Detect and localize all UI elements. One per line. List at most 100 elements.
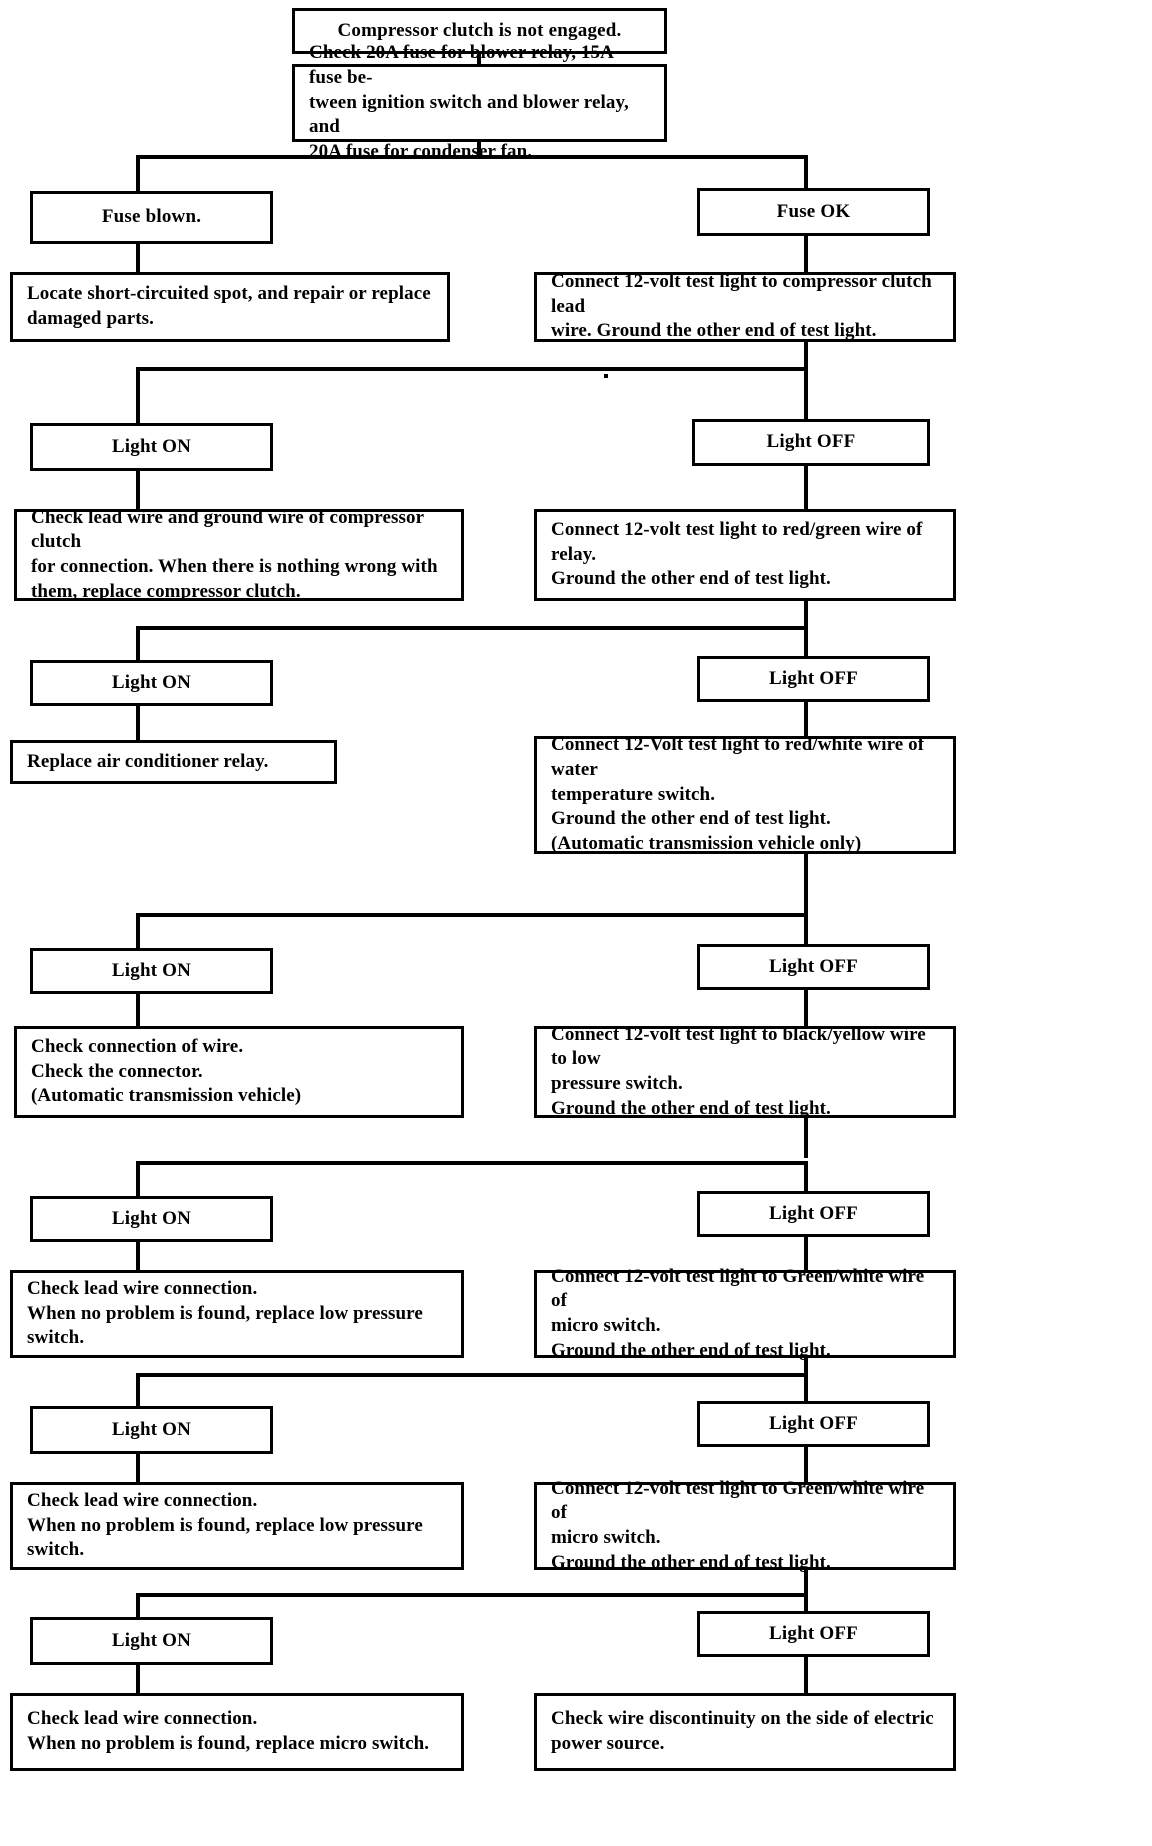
node-fuse-ok: Fuse OK: [697, 188, 930, 236]
connector-lighton5-drop: [136, 1454, 140, 1482]
node-replace-relay-label: Replace air conditioner relay.: [27, 750, 269, 772]
node-light-off-final: Light OFF: [697, 1611, 930, 1657]
node-connect-water-temp-label: Connect 12-Volt test light to red/white …: [551, 734, 925, 855]
connector-lightoff1-drop: [804, 466, 808, 509]
node-light-off-1-label: Light OFF: [766, 431, 856, 453]
node-locate-short-label: Locate short-circuited spot, and repair …: [27, 283, 431, 329]
node-light-off-5: Light OFF: [697, 1401, 930, 1447]
node-connect-micro-switch: Connect 12-volt test light to Green/whit…: [534, 1266, 956, 1361]
node-check-discontinuity: Check wire discontinuity on the side of …: [534, 1693, 956, 1771]
node-light-off-4-label: Light OFF: [769, 1202, 858, 1224]
node-replace-micro-switch-label: Check lead wire connection. When no prob…: [27, 1708, 430, 1754]
connector-clutchlead-drop: [804, 342, 808, 370]
node-connect-relay-redgreen-label: Connect 12-volt test light to red/green …: [551, 518, 923, 590]
connector-bus-level3-right-drop: [804, 367, 808, 419]
connector-bus-level1-right-drop: [804, 155, 808, 188]
node-light-off-3: Light OFF: [697, 944, 930, 990]
connector-microswitch2-drop: [804, 1570, 808, 1596]
connector-lighton1-drop: [136, 471, 140, 509]
node-connect-low-pressure: Connect 12-volt test light to black/yell…: [534, 1024, 956, 1119]
node-light-off-4: Light OFF: [697, 1191, 930, 1237]
node-light-on-1: Light ON: [30, 423, 273, 471]
node-check-lead-wire-lowpressure: Check lead wire connection. When no prob…: [10, 1482, 464, 1570]
node-fuse-blown-label: Fuse blown.: [101, 206, 202, 228]
connector-bus-level6-right-drop: [804, 1161, 808, 1191]
connector-bus-level7: [136, 1373, 808, 1377]
node-light-off-2: Light OFF: [697, 656, 930, 702]
connector-lightoff2-drop: [804, 702, 808, 736]
connector-lighton3-drop: [136, 994, 140, 1026]
connector-fuseok-drop: [804, 236, 808, 272]
node-check-connector: Check connection of wire. Check the conn…: [14, 1026, 464, 1118]
connector-bus-level5-right-drop: [804, 913, 808, 944]
node-connect-micro-switch-2-label: Connect 12-volt test light to Green/whit…: [551, 1477, 925, 1573]
node-connect-water-temp: Connect 12-Volt test light to red/white …: [534, 734, 956, 855]
node-locate-short: Locate short-circuited spot, and repair …: [10, 272, 450, 342]
connector-bus-level5: [136, 913, 808, 917]
connector-bus-level5-left-drop: [136, 913, 140, 948]
node-light-on-final-label: Light ON: [111, 1629, 192, 1651]
node-check-lead-wire-lowpressure-label: Check lead wire connection. When no prob…: [27, 1489, 423, 1561]
connector-lightoff5-drop: [804, 1447, 808, 1482]
connector-bus-level8-right-drop: [804, 1593, 808, 1611]
node-light-off-1: Light OFF: [692, 419, 930, 466]
node-check-fuses-label: Check 20A fuse for blower relay, 15A fus…: [309, 42, 629, 163]
connector-bus-level6-left-drop: [136, 1161, 140, 1196]
connector-bus-level4-left-drop: [136, 626, 140, 660]
connector-bus-level4: [136, 626, 808, 630]
connector-bus-level7-left-drop: [136, 1373, 140, 1406]
node-check-connector-label: Check connection of wire. Check the conn…: [31, 1035, 302, 1107]
node-light-off-3-label: Light OFF: [769, 955, 858, 977]
node-check-discontinuity-label: Check wire discontinuity on the side of …: [551, 1708, 934, 1754]
node-light-on-4: Light ON: [30, 1196, 273, 1242]
connector-lightoff3-drop: [804, 990, 808, 1026]
node-light-on-5: Light ON: [30, 1406, 273, 1454]
connector-bus-level8-left-drop: [136, 1593, 140, 1617]
node-light-on-4-label: Light ON: [111, 1207, 192, 1229]
node-connect-clutch-lead: Connect 12-volt test light to compressor…: [534, 270, 956, 342]
node-light-off-final-label: Light OFF: [769, 1622, 858, 1644]
node-light-on-1-label: Light ON: [111, 435, 192, 457]
connector-watertemp-drop: [804, 854, 808, 916]
node-check-fuses: Check 20A fuse for blower relay, 15A fus…: [292, 42, 667, 162]
node-start: Compressor clutch is not engaged.: [292, 8, 667, 54]
connector-bus-level7-right-drop: [804, 1373, 808, 1401]
node-light-on-2-label: Light ON: [111, 671, 192, 693]
connector-bus-level3-left-drop: [136, 367, 140, 423]
node-light-off-2-label: Light OFF: [769, 667, 858, 689]
connector-bus-level4-right-drop: [804, 626, 808, 656]
node-connect-micro-switch-label: Connect 12-volt test light to Green/whit…: [551, 1265, 925, 1361]
node-light-on-final: Light ON: [30, 1617, 273, 1665]
connector-bus-level1: [136, 155, 808, 159]
connector-microswitch-drop: [804, 1358, 808, 1376]
node-start-label: Compressor clutch is not engaged.: [337, 19, 622, 41]
node-replace-low-pressure-label: Check lead wire connection. When no prob…: [27, 1277, 423, 1349]
node-light-on-3-label: Light ON: [111, 959, 192, 981]
node-check-clutch-wires-label: Check lead wire and ground wire of compr…: [31, 506, 438, 602]
connector-relayredgreen-drop: [804, 601, 808, 629]
node-light-off-5-label: Light OFF: [769, 1412, 858, 1434]
node-fuse-ok-label: Fuse OK: [776, 200, 851, 222]
node-light-on-5-label: Light ON: [111, 1418, 192, 1440]
node-replace-micro-switch: Check lead wire connection. When no prob…: [10, 1693, 464, 1771]
node-connect-micro-switch-2: Connect 12-volt test light to Green/whit…: [534, 1478, 956, 1573]
connector-lightoff4-drop: [804, 1237, 808, 1270]
connector-start-to-checkfuses: [477, 54, 481, 64]
connector-lowpressure-drop: [804, 1118, 808, 1158]
node-light-on-2: Light ON: [30, 660, 273, 706]
connector-bus-level6: [136, 1161, 808, 1165]
node-replace-low-pressure: Check lead wire connection. When no prob…: [10, 1270, 464, 1358]
connector-bus-level8: [136, 1593, 808, 1597]
connector-lightonfinal-drop: [136, 1665, 140, 1693]
node-connect-clutch-lead-label: Connect 12-volt test light to compressor…: [551, 270, 932, 342]
connector-checkfuses-drop: [477, 142, 481, 158]
connector-lighton4-drop: [136, 1242, 140, 1270]
connector-lighton2-drop: [136, 706, 140, 740]
node-replace-relay: Replace air conditioner relay.: [10, 740, 337, 784]
connector-bus-level1-left-drop: [136, 155, 140, 191]
node-check-clutch-wires: Check lead wire and ground wire of compr…: [14, 507, 464, 602]
node-connect-low-pressure-label: Connect 12-volt test light to black/yell…: [551, 1023, 926, 1119]
node-fuse-blown: Fuse blown.: [30, 191, 273, 244]
connector-fuseblown-drop: [136, 244, 140, 272]
